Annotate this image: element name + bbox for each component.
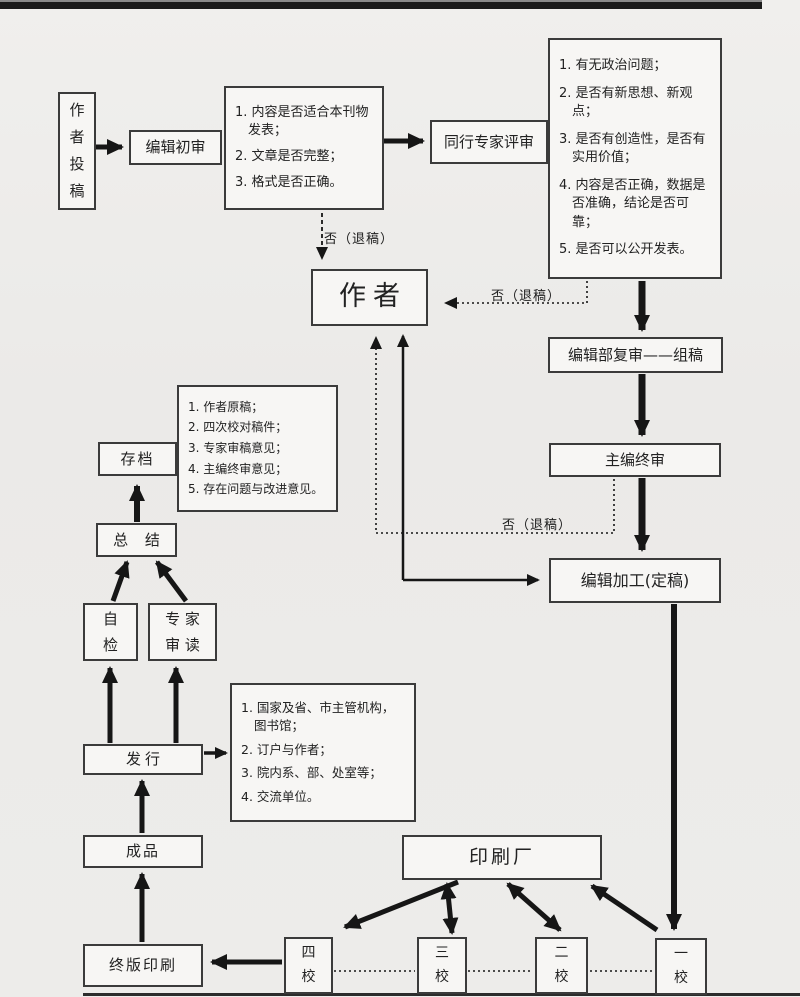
top-scan-bar — [0, 0, 762, 9]
node-editing-finalize: 编辑加工(定稿) — [549, 558, 721, 603]
node-final-printing: 终版印刷 — [83, 944, 203, 987]
list-item: 1. 有无政治问题； — [559, 58, 667, 74]
list-item: 1. 内容是否适合本刊物发表； — [235, 104, 369, 138]
list-item: 4. 交流单位。 — [241, 789, 320, 805]
node-archive-contents: 1. 作者原稿； 2. 四次校对稿件； 3. 专家审稿意见； 4. 主编终审意见； 5.… — [177, 385, 338, 512]
arrow-printing-to-proof4 — [343, 879, 459, 930]
list-item: 1. 国家及省、市主管机构，图书馆； — [241, 700, 395, 733]
node-fourth-proof: 四 校 — [284, 937, 333, 994]
node-first-proof: 一 校 — [655, 938, 707, 995]
label-reject-peer: 否（退稿） — [491, 289, 562, 304]
node-finished-product: 成品 — [83, 835, 203, 868]
list-item: 4. 内容是否正确，数据是否准确，结论是否可靠； — [559, 177, 706, 230]
node-expert-reading: 专 家 审 读 — [148, 603, 217, 661]
arrow-proof2-printing-both — [506, 882, 562, 932]
arrow-proof1-to-printing — [590, 883, 659, 933]
node-self-check: 自 检 — [83, 603, 138, 661]
node-peer-review-criteria: 1. 有无政治问题； 2. 是否有新思想、新观点； 3. 是否有创造性，是否有实用价… — [548, 38, 722, 279]
node-author: 作者 — [311, 269, 428, 326]
arrow-selfcheck-to-summary — [110, 560, 130, 602]
node-archive: 存档 — [98, 442, 177, 476]
node-summary: 总 结 — [96, 523, 177, 557]
list-item: 5. 存在问题与改进意见。 — [188, 482, 324, 497]
list-item: 2. 订户与作者； — [241, 741, 332, 757]
list-item: 3. 院内系、部、处室等； — [241, 765, 382, 781]
node-third-proof: 三 校 — [417, 937, 467, 994]
node-initial-review-criteria: 1. 内容是否适合本刊物发表； 2. 文章是否完整； 3. 格式是否正确。 — [224, 86, 384, 210]
list-item: 2. 四次校对稿件； — [188, 420, 288, 435]
list-item: 4. 主编终审意见； — [188, 461, 288, 476]
node-dept-second-review: 编辑部复审——组稿 — [548, 337, 723, 373]
bottom-scan-line — [83, 993, 800, 996]
label-reject-chief: 否（退稿） — [502, 518, 573, 533]
label-reject-initial: 否（退稿） — [324, 232, 395, 247]
arrow-proof3-printing-both — [440, 882, 459, 935]
node-second-proof: 二 校 — [535, 937, 588, 994]
node-printing-house: 印刷厂 — [402, 835, 602, 880]
node-editor-initial-review: 编辑初审 — [129, 130, 222, 165]
node-author-submission: 作 者 投 稿 — [58, 92, 96, 210]
list-item: 2. 文章是否完整； — [235, 149, 343, 164]
list-item: 3. 专家审稿意见； — [188, 440, 288, 455]
node-chief-editor-final-review: 主编终审 — [549, 443, 721, 477]
node-distribution: 发行 — [83, 744, 203, 775]
node-peer-expert-review: 同行专家评审 — [430, 120, 548, 164]
list-item: 2. 是否有新思想、新观点； — [559, 85, 693, 120]
list-item: 3. 是否有创造性，是否有实用价值； — [559, 131, 706, 166]
list-item: 1. 作者原稿； — [188, 399, 264, 414]
list-item: 5. 是否可以公开发表。 — [559, 242, 693, 258]
arrow-expert-to-summary — [154, 560, 189, 603]
node-distribution-targets: 1. 国家及省、市主管机构，图书馆； 2. 订户与作者； 3. 院内系、部、处室等；… — [230, 683, 416, 822]
list-item: 3. 格式是否正确。 — [235, 175, 343, 190]
